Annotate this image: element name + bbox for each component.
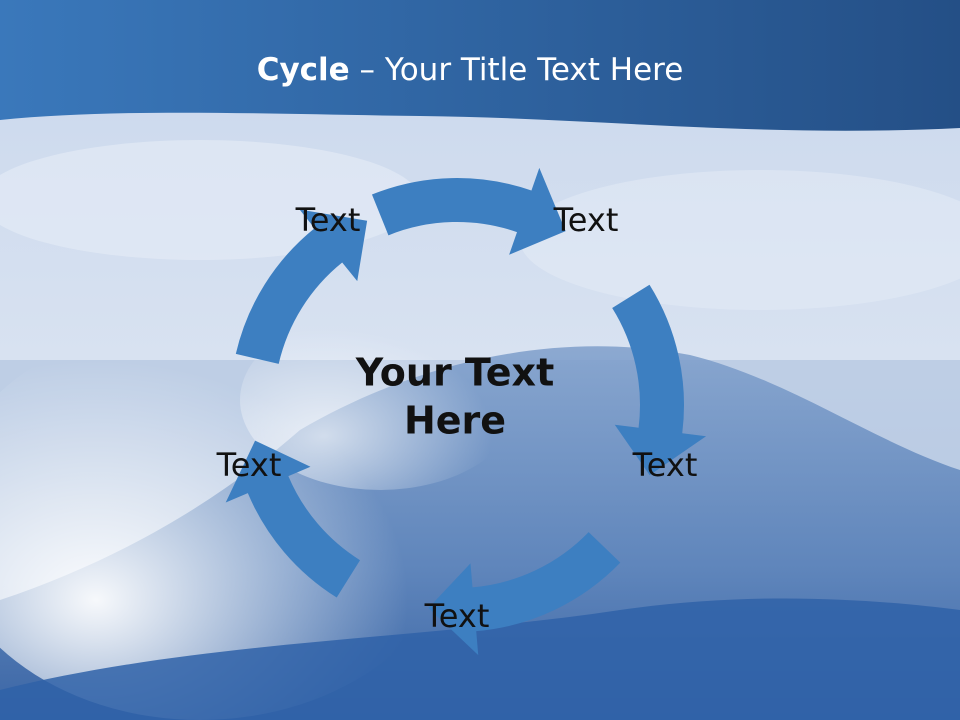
center-text: Your Text Here	[356, 350, 554, 445]
arrow-bottom-left-icon	[225, 440, 361, 598]
node-label-left: Text	[216, 446, 282, 484]
slide-title: Cycle – Your Title Text Here	[0, 52, 940, 88]
arrow-top-icon	[371, 167, 566, 255]
center-line-2: Here	[403, 398, 507, 442]
center-line-1: Your Text	[355, 350, 555, 395]
arrow-left-icon	[235, 209, 368, 364]
node-label-bottom: Text	[424, 597, 490, 635]
arrow-right-icon	[612, 284, 707, 476]
node-label-right: Text	[632, 446, 698, 484]
title-rest: – Your Title Text Here	[349, 52, 684, 88]
arrow-bottom-right-icon	[428, 532, 621, 656]
node-label-top-right: Text	[553, 201, 619, 239]
title-strong: Cycle	[256, 52, 350, 88]
node-label-top-left: Text	[295, 201, 361, 239]
